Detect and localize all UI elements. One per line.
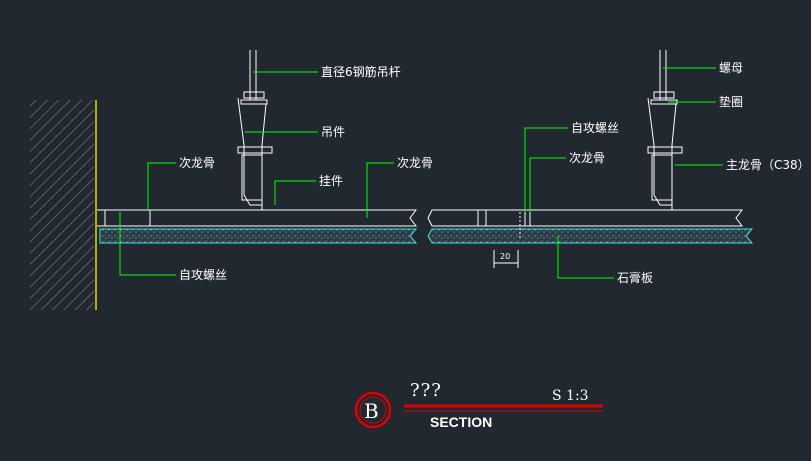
label-sec-joist-right: 次龙骨 (397, 156, 433, 170)
dimension-label: 20 (500, 252, 510, 261)
wall (30, 100, 97, 310)
label-rod: 直径6钢筋吊杆 (321, 64, 401, 79)
label-hanger: 吊件 (321, 125, 345, 139)
label-main-joist: 主龙骨（C38） (726, 158, 810, 172)
label-nut: 螺母 (719, 61, 743, 75)
label-sec-joist-mid: 次龙骨 (569, 151, 605, 165)
title-name: ??? (410, 380, 442, 401)
hanger-right (647, 50, 683, 210)
label-clip: 挂件 (319, 174, 343, 188)
leader-lines (119, 67, 723, 279)
ceiling-right (427, 209, 754, 244)
label-gypsum: 石膏板 (617, 270, 653, 285)
label-screw-top: 自攻螺丝 (571, 121, 619, 135)
dimension-20: 20 (493, 250, 519, 268)
label-screw-bottom: 自攻螺丝 (179, 268, 227, 282)
title-block: B ??? S 1:3 SECTION (354, 380, 603, 430)
title-section: SECTION (430, 414, 492, 430)
hanger-left (237, 50, 273, 210)
ceiling-left (97, 209, 418, 244)
label-sec-joist-left: 次龙骨 (179, 156, 215, 170)
label-washer: 垫圈 (719, 94, 743, 109)
title-badge: B (364, 399, 379, 423)
title-scale: S 1:3 (552, 388, 589, 404)
